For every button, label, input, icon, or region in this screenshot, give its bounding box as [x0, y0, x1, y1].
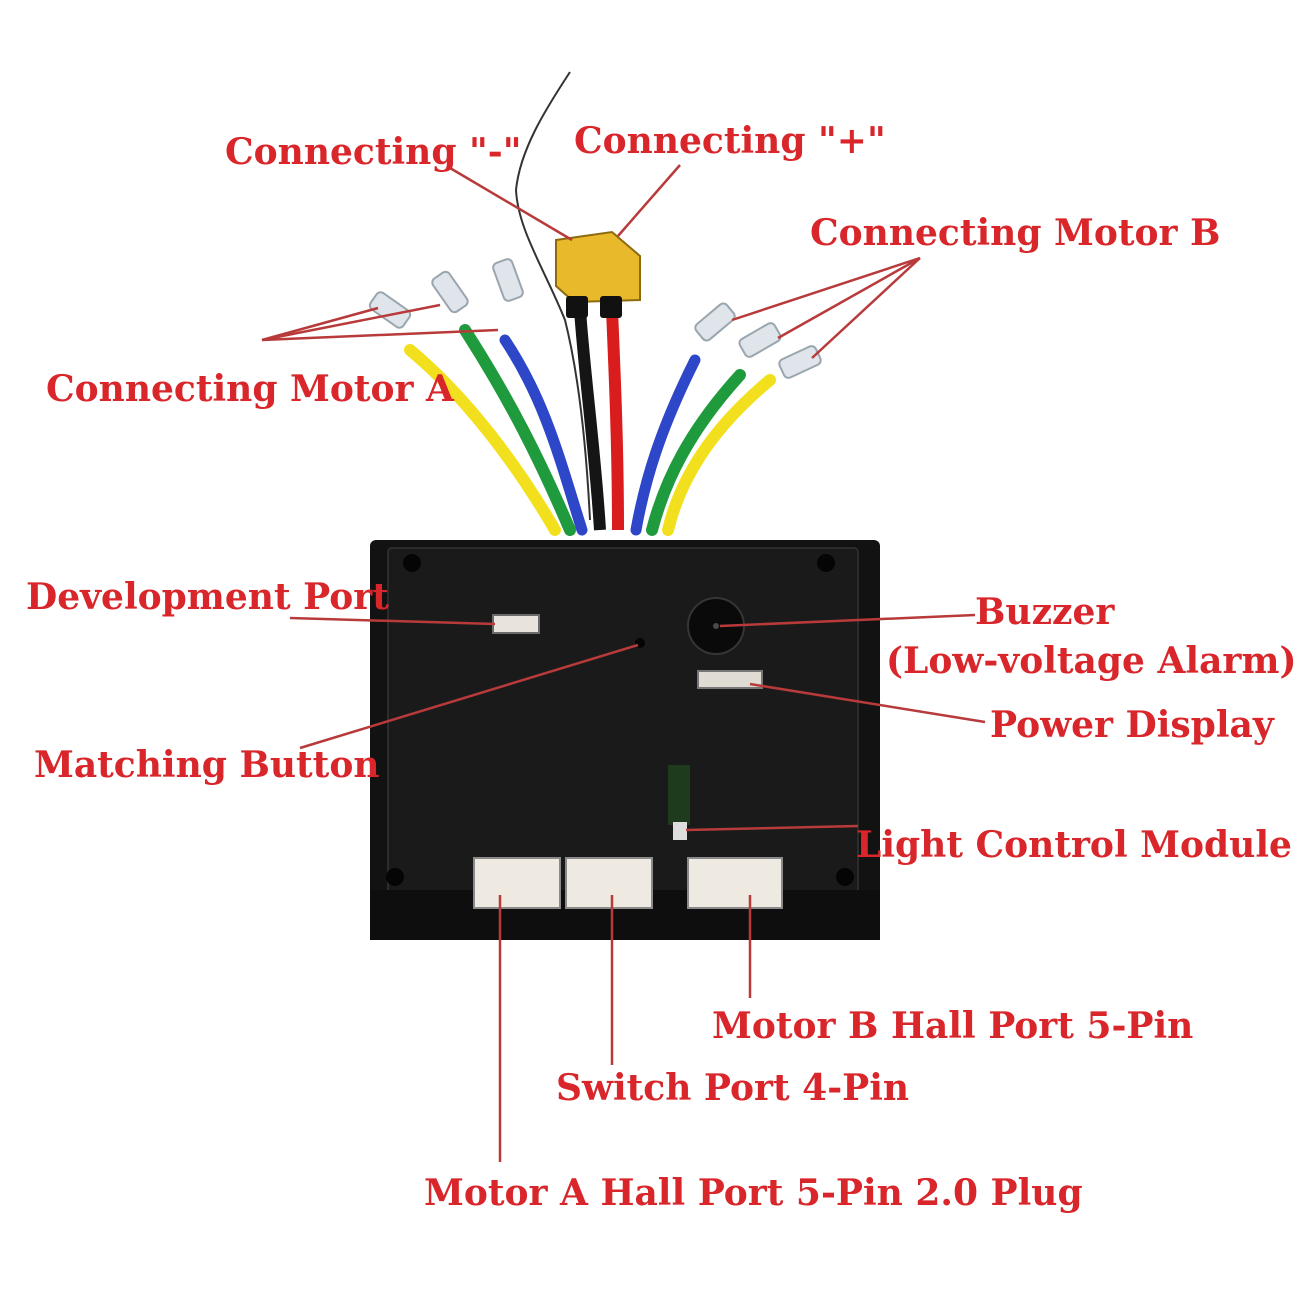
connecting-motor-b-label: Connecting Motor B: [810, 212, 1221, 254]
motor-a-hall-port-label: Motor A Hall Port 5-Pin 2.0 Plug: [424, 1172, 1083, 1214]
motor-b-wires: [630, 354, 776, 536]
motor-b-hall-port-label: Motor B Hall Port 5-Pin: [712, 1005, 1194, 1047]
power-wires: [574, 309, 624, 531]
leader-lines: [261, 164, 986, 1162]
bottom-connectors: [473, 857, 783, 909]
light-control-module: [668, 765, 690, 840]
power-display-label: Power Display: [990, 704, 1274, 746]
motor-a-wires: [404, 324, 588, 536]
power-display-port: [697, 670, 763, 689]
antenna-wire: [514, 71, 591, 521]
light-control-module-label: Light Control Module: [856, 824, 1292, 866]
buzzer: [687, 597, 745, 655]
connecting-minus-label: Connecting "-": [225, 131, 522, 173]
buzzer-label: Buzzer: [975, 591, 1115, 633]
motor-b-connectors: [694, 302, 822, 379]
low-voltage-alarm-label: (Low-voltage Alarm): [886, 640, 1297, 682]
connecting-motor-a-label: Connecting Motor A: [46, 368, 454, 410]
connecting-plus-label: Connecting "+": [574, 120, 886, 162]
motor-a-connectors: [368, 258, 524, 329]
xt60-connector: [555, 230, 641, 318]
development-port-label: Development Port: [26, 576, 389, 618]
matching-button-label: Matching Button: [34, 744, 380, 786]
switch-port-label: Switch Port 4-Pin: [556, 1067, 910, 1109]
development-port: [492, 614, 540, 634]
